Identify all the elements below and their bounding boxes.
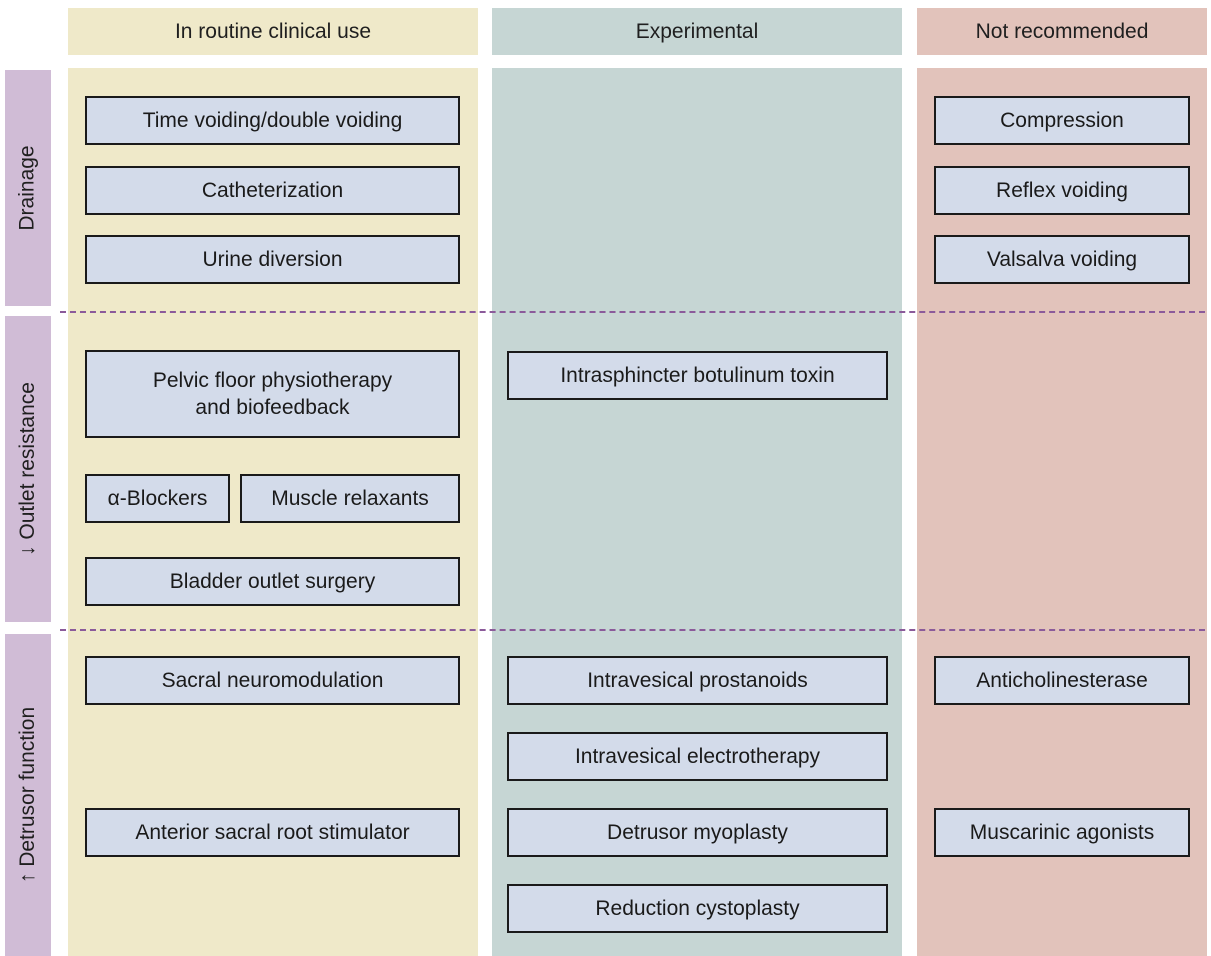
box-pelvic-floor-physiotherapy: Pelvic floor physiotherapy and biofeedba… [85,350,460,438]
box-reduction-cystoplasty: Reduction cystoplasty [507,884,888,933]
box-timed-voiding: Time voiding/double voiding [85,96,460,145]
row-divider [60,311,1205,313]
box-anterior-sacral-root-stimulator: Anterior sacral root stimulator [85,808,460,857]
box-bladder-outlet-surgery: Bladder outlet surgery [85,557,460,606]
box-sacral-neuromodulation: Sacral neuromodulation [85,656,460,705]
box-anticholinesterase: Anticholinesterase [934,656,1190,705]
box-catheterization: Catheterization [85,166,460,215]
box-muscle-relaxants: Muscle relaxants [240,474,460,523]
box-alpha-blockers: α-Blockers [85,474,230,523]
row-divider [60,629,1205,631]
row-label-detrusor-function: ↑ Detrusor function [5,634,51,956]
row-label-drainage: Drainage [5,70,51,306]
box-valsalva-voiding: Valsalva voiding [934,235,1190,284]
column-header-routine: In routine clinical use [68,8,478,55]
box-intravesical-electrotherapy: Intravesical electrotherapy [507,732,888,781]
box-intravesical-prostanoids: Intravesical prostanoids [507,656,888,705]
row-label-drainage-text: Drainage [16,145,40,231]
box-intrasphincter-botulinum-toxin: Intrasphincter botulinum toxin [507,351,888,400]
box-urine-diversion: Urine diversion [85,235,460,284]
box-reflex-voiding: Reflex voiding [934,166,1190,215]
box-compression: Compression [934,96,1190,145]
box-muscarinic-agonists: Muscarinic agonists [934,808,1190,857]
column-header-experimental: Experimental [492,8,902,55]
box-detrusor-myoplasty: Detrusor myoplasty [507,808,888,857]
row-label-outlet-resistance: ↓ Outlet resistance [5,316,51,622]
column-header-not-recommended: Not recommended [917,8,1207,55]
row-label-outlet-resistance-text: ↓ Outlet resistance [16,382,39,556]
row-label-detrusor-function-text: ↑ Detrusor function [16,706,39,884]
